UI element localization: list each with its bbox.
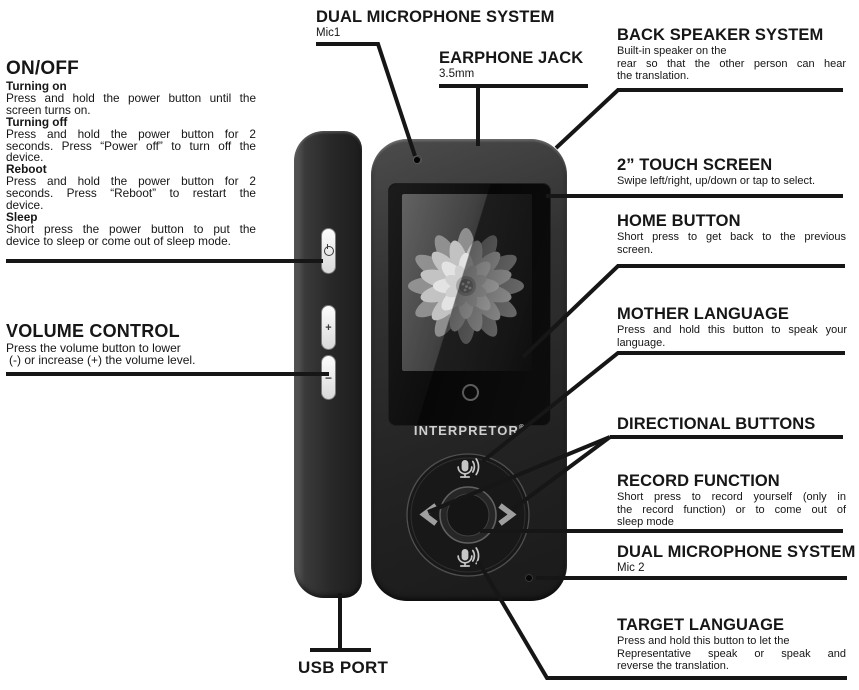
body-line: language.: [617, 336, 666, 349]
body-line: Press and hold this button to speak your: [617, 324, 847, 336]
flower-image: [408, 228, 524, 344]
body-line: Press the volume button to lower: [6, 341, 181, 355]
volume-up-button: +: [321, 305, 336, 350]
section-title: HOME BUTTON: [617, 212, 741, 230]
subheading: Turning off: [6, 114, 68, 129]
registered-mark: ®: [518, 424, 525, 432]
body-line: Press and hold the power button for 2: [6, 174, 256, 189]
section-title: DUAL MICROPHONE SYSTEM: [316, 8, 555, 26]
home-button-section: HOME BUTTON Short press to get back to t…: [617, 213, 846, 256]
body-line: screen.: [617, 243, 654, 256]
minus-icon: −: [324, 370, 332, 385]
section-sub: Mic1: [316, 27, 341, 39]
mic1-hole-icon: [414, 156, 421, 163]
mother-language-section: MOTHER LANGUAGE Press and hold this butt…: [617, 306, 847, 349]
power-icon: [323, 244, 334, 256]
touch-screen-section: 2” TOUCH SCREEN Swipe left/right, up/dow…: [617, 157, 846, 188]
target-language-section: TARGET LANGUAGE Press and hold this butt…: [617, 617, 846, 673]
volume-control-section: VOLUME CONTROL Press the volume button t…: [6, 322, 256, 366]
section-title: VOLUME CONTROL: [6, 321, 180, 341]
body-line: device to sleep or come out of sleep mod…: [6, 233, 231, 248]
brand-label: INTERPRETOR®: [413, 423, 525, 438]
section-title: ON/OFF: [6, 58, 79, 79]
section-title: BACK SPEAKER SYSTEM: [617, 26, 824, 44]
screen-photo: [402, 194, 532, 371]
body-line: reverse the translation.: [617, 660, 729, 673]
body-line: Press and hold this button to let the: [617, 635, 790, 647]
device-front-view: INTERPRETOR®: [371, 139, 567, 601]
plus-icon: +: [325, 321, 332, 334]
body-line: sleep mode: [617, 516, 674, 529]
body-line: Swipe left/right, up/down or tap to sele…: [617, 175, 816, 187]
device-side-view: + −: [294, 131, 362, 598]
directional-buttons-section: DIRECTIONAL BUTTONS: [617, 416, 859, 434]
dual-mic2-section: DUAL MICROPHONE SYSTEM Mic 2: [617, 544, 859, 575]
body-line: Short press to record yourself (only in: [617, 491, 846, 503]
section-title: MOTHER LANGUAGE: [617, 305, 789, 323]
earphone-jack-section: EARPHONE JACK 3.5mm: [439, 50, 583, 81]
body-line: Short press the power button to put the: [6, 221, 256, 236]
body-line: seconds. Press “Power off” to turn off t…: [6, 138, 256, 153]
section-title: 2” TOUCH SCREEN: [617, 156, 773, 174]
on-off-section: ON/OFF Turning on Press and hold the pow…: [6, 59, 256, 248]
body-line: the record function) or to come out of: [617, 503, 846, 516]
body-line: Press and hold the power button until th…: [6, 90, 256, 105]
body-line: the translation.: [617, 70, 690, 83]
dual-mic1-section: DUAL MICROPHONE SYSTEM Mic1: [316, 9, 554, 40]
body-line: Built-in speaker on the: [617, 45, 727, 57]
section-title: RECORD FUNCTION: [617, 472, 780, 490]
volume-down-button: −: [321, 355, 336, 400]
record-function-section: RECORD FUNCTION Short press to record yo…: [617, 473, 846, 529]
home-button-icon: [462, 384, 479, 401]
mic2-hole-icon: [526, 575, 532, 581]
section-sub: 3.5mm: [439, 68, 475, 80]
back-speaker-section: BACK SPEAKER SYSTEM Built-in speaker on …: [617, 27, 846, 83]
body-line: device.: [6, 150, 44, 165]
body-line: screen turns on.: [6, 102, 91, 117]
body-line: Press and hold the power button for 2: [6, 126, 256, 141]
section-sub: Mic 2: [617, 562, 645, 574]
body-line: rear so that the other person can hear: [617, 57, 846, 70]
section-title: USB PORT: [298, 658, 389, 677]
subheading: Reboot: [6, 162, 47, 177]
body-line: device.: [6, 198, 44, 213]
target-language-mic-icon: [457, 547, 480, 567]
body-line: (-) or increase (+) the volume level.: [9, 353, 196, 368]
section-title: TARGET LANGUAGE: [617, 616, 785, 634]
body-line: Short press to get back to the previous: [617, 231, 846, 243]
body-line: Representative speak or speak and: [617, 647, 846, 660]
directional-pad: [406, 453, 530, 577]
touch-screen: [388, 183, 551, 426]
subheading: Turning on: [6, 79, 67, 93]
section-title: EARPHONE JACK: [439, 49, 584, 67]
section-title: DIRECTIONAL BUTTONS: [617, 415, 816, 433]
body-line: seconds. Press “Reboot” to restart the: [6, 186, 256, 201]
section-title: DUAL MICROPHONE SYSTEM: [617, 543, 856, 561]
subheading: Sleep: [6, 209, 38, 224]
usb-port-section: USB PORT: [298, 659, 388, 677]
callout-back-speaker-line: [554, 88, 843, 150]
power-button: [321, 228, 336, 274]
